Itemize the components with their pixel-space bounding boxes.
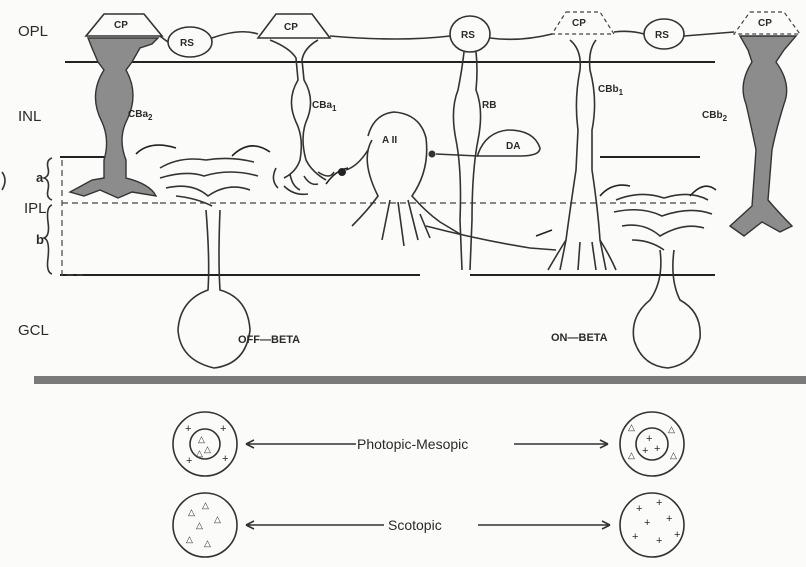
cone-pedicle-4: CP [734,12,800,34]
cbb2-bipolar-cell: CBb2 [702,36,796,236]
svg-text:+: + [222,453,228,465]
svg-text:△: △ [670,450,677,460]
scotopic-arrow-right [478,521,610,529]
legend-photopic-row: △ △ △ + + + + Photopic-Mesopic + + + △ △… [173,412,684,476]
svg-text:+: + [642,445,648,457]
svg-text:+: + [666,513,672,525]
svg-text:+: + [186,455,192,467]
on-receptive-field-scotopic: + + + + + + + [620,493,684,557]
svg-text:+: + [646,433,652,445]
on-beta-label: ON—BETA [551,332,608,344]
svg-text:+: + [185,423,191,435]
cp2-label: CP [284,22,298,33]
rs1-label: RS [180,38,194,49]
svg-text:△: △ [202,500,209,510]
on-receptive-field-photopic: + + + △ △ △ △ [620,412,684,476]
cba1-bipolar-cell: CBa1 [270,40,337,194]
cone-pedicle-3: CP [552,12,614,34]
off-beta-label: OFF—BETA [238,334,300,346]
layer-label-inl: INL [18,108,41,125]
rod-spherule-2: RS [450,16,490,52]
da-label: DA [506,141,520,152]
aii-label: A II [382,135,397,146]
cone-pedicle-1: CP [86,14,162,36]
cp3-label: CP [572,18,586,29]
cbb1-label: CBb1 [598,84,624,97]
svg-text:△: △ [668,424,675,434]
off-receptive-field-photopic: △ △ △ + + + + [173,412,237,476]
svg-text:+: + [674,529,680,541]
layer-label-ipl: IPL [24,200,47,217]
cba1-label: CBa1 [312,100,337,113]
da-amacrine-cell: DA [429,130,541,158]
svg-text:+: + [632,531,638,543]
opl-connections [160,31,734,42]
svg-text:+: + [656,497,662,509]
off-receptive-field-scotopic: △ △ △ △ △ △ [173,493,237,557]
photopic-arrow-right [514,440,608,448]
arrow-cbb1-to-on [600,185,630,196]
cp4-label: CP [758,18,772,29]
svg-text:△: △ [214,514,221,524]
rs2-label: RS [461,30,475,41]
arrow-off-to-cba1 [232,146,270,156]
sublamina-a-label: a [36,170,44,185]
rb-label: RB [482,100,496,111]
on-beta-ganglion-cell: ON—BETA [551,194,712,368]
rod-spherule-3: RS [644,19,684,49]
sublamina-b-label: b [36,232,44,247]
edge-mark [2,172,5,190]
layer-label-opl: OPL [18,23,48,40]
legend-scotopic-row: △ △ △ △ △ △ Scotopic + + + + + + + [173,493,684,557]
svg-text:+: + [654,443,660,455]
section-divider [34,376,806,384]
cba2-label: CBa2 [128,109,153,122]
cbb2-label: CBb2 [702,110,728,123]
svg-text:△: △ [628,422,635,432]
rs3-label: RS [655,30,669,41]
cone-pedicle-2: CP [258,14,330,38]
scotopic-arrow-left [246,521,384,529]
rod-spherule-1: RS [168,27,212,57]
arrow-cba2-to-off [136,145,176,154]
svg-text:△: △ [196,448,203,458]
layer-label-gcl: GCL [18,322,49,339]
svg-text:△: △ [186,534,193,544]
photopic-arrow-left [246,440,356,448]
arrow-aii-to-cbb1 [536,230,552,236]
svg-text:△: △ [204,538,211,548]
photopic-label: Photopic-Mesopic [357,436,468,452]
svg-text:+: + [644,517,650,529]
cp1-label: CP [114,20,128,31]
svg-text:+: + [636,503,642,515]
da-synapse-dot [429,151,436,158]
svg-text:△: △ [188,507,195,517]
svg-text:+: + [220,423,226,435]
svg-text:△: △ [196,520,203,530]
svg-text:+: + [656,535,662,547]
svg-text:△: △ [204,444,211,454]
off-beta-ganglion-cell: OFF—BETA [160,158,300,368]
svg-text:△: △ [628,450,635,460]
svg-text:△: △ [198,434,205,444]
scotopic-label: Scotopic [388,517,442,533]
sublamina-a-brace [44,158,52,200]
cbb1-bipolar-cell: CBb1 [548,40,624,270]
